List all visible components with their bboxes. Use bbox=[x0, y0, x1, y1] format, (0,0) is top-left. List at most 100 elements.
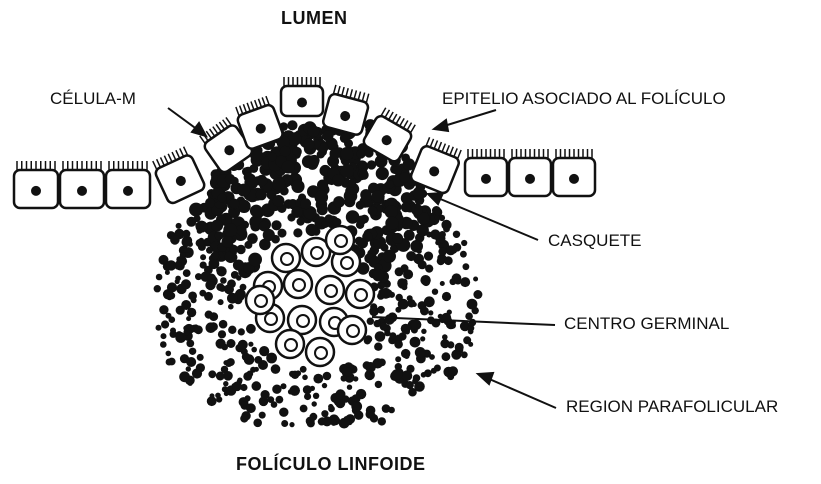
lymphocyte-dot bbox=[382, 404, 391, 413]
lymphocyte-dot bbox=[168, 358, 176, 366]
lymphocyte-dot bbox=[289, 371, 295, 377]
lymphocyte-dot bbox=[402, 370, 413, 381]
lymphocyte-dot bbox=[360, 189, 371, 200]
germinal-cell-nucleus bbox=[285, 339, 297, 351]
lymphocyte-dot bbox=[227, 293, 238, 304]
lymphocyte-dot bbox=[354, 411, 363, 420]
microvillus bbox=[255, 100, 258, 108]
lymphocyte-dot bbox=[175, 276, 181, 282]
microvillus bbox=[434, 140, 437, 148]
lymphocyte-dot bbox=[455, 343, 464, 352]
lymphocyte-dot bbox=[189, 203, 203, 217]
lymphocyte-dot bbox=[322, 130, 333, 141]
lymphocyte-dot bbox=[300, 405, 308, 413]
lymphocyte-dot bbox=[189, 348, 196, 355]
lymphocyte-dot bbox=[420, 336, 425, 341]
lymphoid-follicle-title: FOLÍCULO LINFOIDE bbox=[236, 455, 425, 473]
lymphocyte-dot bbox=[291, 180, 304, 193]
microvillus bbox=[354, 90, 356, 99]
lymphocyte-dot bbox=[225, 359, 233, 367]
lymphocyte-dot bbox=[406, 251, 416, 261]
parafollicular-label: REGION PARAFOLICULAR bbox=[566, 398, 778, 415]
epithelial-cell bbox=[106, 161, 150, 208]
lymphocyte-dot bbox=[160, 341, 167, 348]
lymphocyte-dot bbox=[368, 206, 378, 216]
lymphocyte-dot bbox=[375, 331, 386, 342]
lymphocyte-dot bbox=[240, 414, 248, 422]
lymphocyte-dot bbox=[168, 292, 175, 299]
lymphocyte-dot bbox=[395, 356, 401, 362]
lymphocyte-dot bbox=[199, 290, 206, 297]
lymphocyte-dot bbox=[181, 279, 191, 289]
lymphocyte-dot bbox=[372, 190, 384, 202]
epithelial-cell bbox=[322, 84, 372, 136]
epithelial-cell bbox=[509, 149, 551, 196]
microvillus bbox=[426, 137, 429, 145]
lymphocyte-dot bbox=[196, 221, 208, 233]
lymphocyte-dot bbox=[307, 419, 315, 427]
m-cell-label: CÉLULA-M bbox=[50, 90, 136, 107]
lymphocyte-dot bbox=[238, 328, 245, 335]
lymphocyte-dot bbox=[244, 241, 252, 249]
lymphocyte-dot bbox=[367, 160, 376, 169]
lymphocyte-dot bbox=[376, 167, 389, 180]
microvillus bbox=[400, 118, 405, 126]
lymphocyte-dot bbox=[309, 155, 320, 166]
lymphocyte-dot bbox=[222, 236, 234, 248]
epithelial-cell-nucleus bbox=[297, 98, 307, 108]
lymphocyte-dot bbox=[281, 420, 288, 427]
microvillus bbox=[362, 93, 364, 102]
lymphocyte-dot bbox=[154, 285, 161, 292]
lymphocyte-dot bbox=[279, 408, 288, 417]
lymphocyte-dot bbox=[272, 177, 285, 190]
lymphocyte-dot bbox=[377, 306, 385, 314]
lymphocyte-dot bbox=[230, 177, 239, 186]
germinal-cell-nucleus bbox=[311, 247, 323, 259]
lymphocyte-dot bbox=[259, 346, 269, 356]
lymphocyte-dot bbox=[438, 314, 443, 319]
lymphocyte-dot bbox=[347, 385, 352, 390]
lymphocyte-dot bbox=[159, 255, 169, 265]
lymphocyte-dot bbox=[161, 320, 169, 328]
lymphocyte-dot bbox=[259, 412, 266, 419]
lymphocyte-dot bbox=[411, 241, 420, 250]
lymphocyte-dot bbox=[313, 393, 319, 399]
lymphocyte-dot bbox=[465, 312, 473, 320]
lymphocyte-dot bbox=[167, 282, 177, 292]
lymphocyte-dot bbox=[276, 396, 284, 404]
lymphocyte-dot bbox=[404, 329, 410, 335]
lymphocyte-dot bbox=[273, 195, 285, 207]
lymphocyte-dot bbox=[208, 274, 216, 282]
lymphocyte-dot bbox=[413, 374, 421, 382]
lymphocyte-dot bbox=[289, 422, 294, 427]
microvillus bbox=[180, 148, 184, 156]
microvillus bbox=[392, 114, 397, 122]
lymphocyte-dot bbox=[156, 274, 163, 281]
lymphocyte-dot bbox=[385, 217, 398, 230]
germinal-cell-nucleus bbox=[315, 347, 327, 359]
arrow-parafollicular bbox=[487, 378, 556, 408]
lymphocyte-dot bbox=[210, 393, 215, 398]
lymphocyte-dot bbox=[254, 367, 259, 372]
lymphocyte-dot bbox=[303, 139, 315, 151]
lymphocyte-dot bbox=[442, 352, 451, 361]
microvillus bbox=[334, 85, 336, 94]
lymphocyte-dot bbox=[215, 231, 224, 240]
lymphocyte-dot bbox=[330, 148, 341, 159]
microvillus bbox=[226, 117, 231, 124]
epithelial-cell-nucleus bbox=[31, 186, 41, 196]
lymphocyte-dot bbox=[253, 419, 262, 428]
lymphocyte-dot bbox=[332, 175, 344, 187]
lymphocyte-dot bbox=[369, 412, 375, 418]
lymphocyte-dot bbox=[401, 202, 411, 212]
lymphocyte-dot bbox=[403, 269, 413, 279]
lymphocyte-dot bbox=[323, 372, 332, 381]
lymphocyte-dot bbox=[220, 277, 227, 284]
arrowhead-parafollicular bbox=[478, 373, 493, 384]
microvillus bbox=[219, 122, 224, 129]
microvillus bbox=[342, 87, 344, 96]
lymphocyte-dot bbox=[197, 354, 204, 361]
lymphocyte-dot bbox=[183, 269, 191, 277]
lymphocyte-dot bbox=[369, 307, 379, 317]
lymphocyte-dot bbox=[228, 304, 234, 310]
